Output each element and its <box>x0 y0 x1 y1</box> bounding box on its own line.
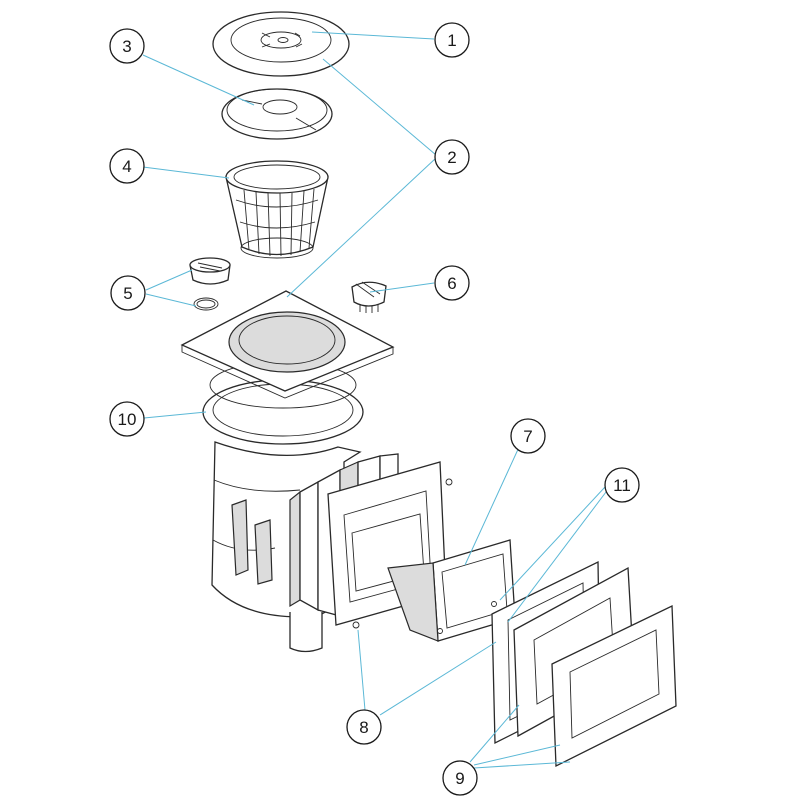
plug-with-o-ring <box>189 257 231 311</box>
deck-frame <box>180 290 395 399</box>
callout-3-label: 3 <box>122 37 131 56</box>
callout-8-label: 8 <box>359 718 368 737</box>
adjustable-plug <box>351 281 387 313</box>
callout-2-label: 2 <box>447 148 456 167</box>
callout-2: 2 <box>434 139 470 175</box>
callout-5-label: 5 <box>123 284 132 303</box>
strainer-basket <box>225 160 329 259</box>
callout-1-label: 1 <box>447 31 456 50</box>
callout-4: 4 <box>109 148 145 184</box>
callout-10: 10 <box>109 401 145 437</box>
callout-7: 7 <box>510 418 546 454</box>
skimmer-lid <box>212 11 350 77</box>
callout-11: 11 <box>604 467 640 503</box>
callout-9-label: 9 <box>455 769 464 788</box>
callout-9: 9 <box>442 760 478 796</box>
callout-11-label: 11 <box>613 476 631 495</box>
callout-6: 6 <box>434 265 470 301</box>
callout-5: 5 <box>110 275 146 311</box>
callout-8: 8 <box>346 709 382 745</box>
callout-4-label: 4 <box>122 157 131 176</box>
callout-6-label: 6 <box>447 274 456 293</box>
callout-3: 3 <box>109 28 145 64</box>
face-plate <box>513 566 677 768</box>
cover-plate <box>221 88 333 140</box>
callout-7-label: 7 <box>523 427 532 446</box>
leader-lines <box>142 31 607 769</box>
callout-10-label: 10 <box>118 410 137 429</box>
callout-1: 1 <box>434 22 470 58</box>
